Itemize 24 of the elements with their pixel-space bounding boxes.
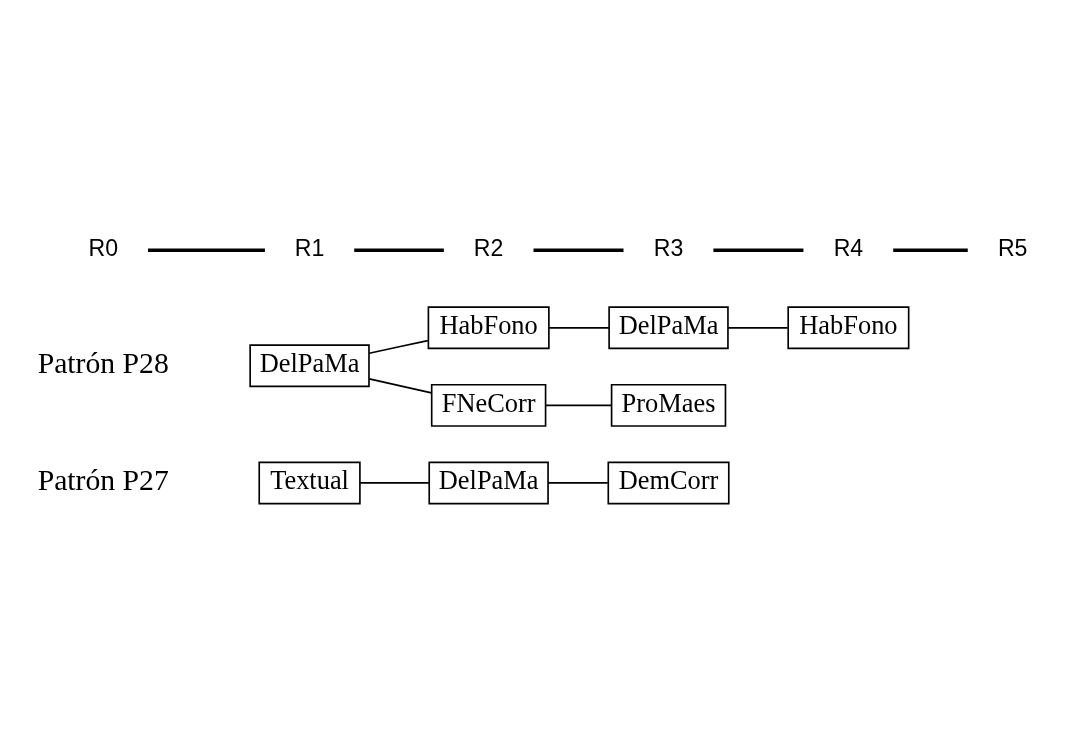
connector <box>359 481 430 484</box>
label: R5 <box>997 234 1028 261</box>
node-box: HabFono <box>787 305 910 349</box>
node-box: DelPaMa <box>249 343 370 387</box>
node-box: HabFono <box>427 305 550 349</box>
connector <box>368 377 433 394</box>
label: R2 <box>473 234 504 261</box>
node-box: DelPaMa <box>428 461 549 504</box>
connector <box>368 339 429 354</box>
connector <box>547 481 609 484</box>
connector <box>727 326 789 329</box>
node-box: FNeCorr <box>430 383 547 427</box>
label: Patrón P27 <box>37 463 169 496</box>
label: R3 <box>653 234 684 261</box>
connector <box>544 404 612 406</box>
node-box: DemCorr <box>607 461 730 504</box>
label: R1 <box>294 234 325 261</box>
label: Patrón P28 <box>37 346 169 379</box>
node-box: Textual <box>258 461 361 504</box>
connector <box>548 326 610 329</box>
node-box: DelPaMa <box>608 305 729 349</box>
node-box: ProMaes <box>610 383 727 427</box>
label: R4 <box>833 234 864 261</box>
label: R0 <box>88 234 119 261</box>
